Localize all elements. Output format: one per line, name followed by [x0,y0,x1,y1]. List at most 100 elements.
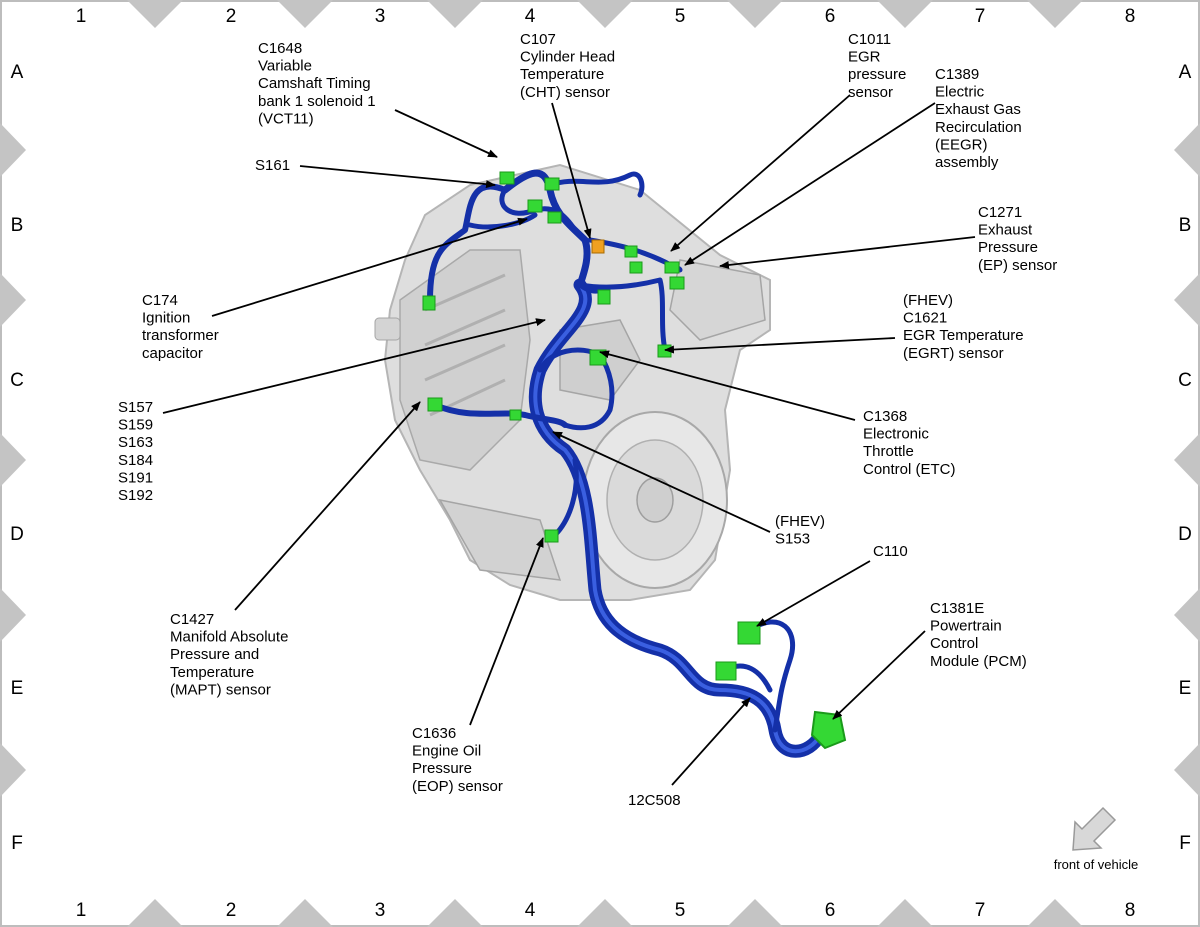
label-c174-line-4: capacitor [142,345,203,362]
row-label-left-A: A [11,62,24,83]
label-c1427-line-1: C1427 [170,611,214,628]
label-c1011-line-3: pressure [848,66,906,83]
bottom-tab-5 [727,899,783,927]
row-label-right-C: C [1178,370,1192,391]
label-c1381e-line-1: C1381E [930,600,984,617]
label-c1648-line-5: (VCT11) [258,110,314,127]
label-c1011-line-4: sensor [848,84,893,101]
connector-c1621 [657,344,672,358]
label-splices-line-6: S192 [118,487,153,504]
label-c1271-line-3: Pressure [978,239,1038,256]
label-c107-line-3: Temperature [520,66,604,83]
label-harness: 12C508 [628,792,681,809]
column-label-top-1: 1 [76,6,87,27]
right-tab-4 [1174,588,1200,642]
label-c1427-line-3: Pressure and [170,646,259,663]
label-c1648-line-1: C1648 [258,40,302,57]
label-c1427-line-5: (MAPT) sensor [170,681,271,698]
top-tab-5 [727,0,783,28]
label-c1389-line-4: Recirculation [935,119,1022,136]
label-c1636-line-4: (EOP) sensor [412,778,503,795]
column-label-bottom-8: 8 [1125,900,1136,921]
label-c1648-line-4: bank 1 solenoid 1 [258,93,376,110]
connector-splice [509,409,522,421]
label-c107-line-1: C107 [520,31,556,48]
label-splices-line-5: S191 [118,469,153,486]
label-c1271-line-1: C1271 [978,204,1022,221]
label-c1621-line-1: (FHEV) [903,292,953,309]
label-splices-line-3: S163 [118,434,153,451]
connectors [422,171,847,750]
label-c174-line-3: transformer [142,327,219,344]
top-tab-7 [1027,0,1083,28]
label-c107-line-2: Cylinder Head [520,49,615,66]
label-c1389-line-6: assembly [935,154,999,171]
connector-vct-rear [629,261,643,274]
top-tab-3 [427,0,483,28]
label-c1621-line-3: EGR Temperature [903,327,1024,344]
label-c1621-line-4: (EGRT) sensor [903,345,1004,362]
label-c1427-line-2: Manifold Absolute [170,629,288,646]
left-tab-5 [0,743,26,797]
connector-c1636 [544,529,559,543]
label-c107-line-4: (CHT) sensor [520,84,610,101]
row-label-left-C: C [10,370,24,391]
left-tab-1 [0,123,26,177]
column-label-top-2: 2 [226,6,237,27]
column-label-bottom-5: 5 [675,900,686,921]
column-label-top-6: 6 [825,6,836,27]
label-c1368-line-3: Throttle [863,443,914,460]
label-s153: (FHEV)S153 [775,513,825,548]
column-label-bottom-4: 4 [525,900,536,921]
bottom-tab-4 [577,899,633,927]
column-label-bottom-7: 7 [975,900,986,921]
label-c1427-line-4: Temperature [170,664,254,681]
row-label-right-F: F [1179,833,1191,854]
row-label-right-B: B [1179,215,1192,236]
connector-c1427 [427,397,443,412]
label-splices-line-2: S159 [118,417,153,434]
label-c110: C110 [873,543,908,560]
connector-coil [547,211,562,224]
connector-left-top [422,295,436,311]
top-tab-1 [127,0,183,28]
row-label-right-E: E [1179,678,1192,699]
right-tab-5 [1174,743,1200,797]
label-s153-line-1: (FHEV) [775,513,825,530]
front-arrow-icon [1072,806,1117,851]
right-tab-3 [1174,433,1200,487]
left-tab-3 [0,433,26,487]
column-label-bottom-6: 6 [825,900,836,921]
label-c1271-line-4: (EP) sensor [978,257,1057,274]
column-label-top-7: 7 [975,6,986,27]
row-label-left-E: E [11,678,24,699]
connector-c110 [737,621,761,645]
label-c110-line-1: C110 [873,543,908,560]
bottom-tab-3 [427,899,483,927]
row-label-left-F: F [11,833,23,854]
label-c1621-line-2: C1621 [903,310,947,327]
right-tab-1 [1174,123,1200,177]
top-tab-6 [877,0,933,28]
row-label-right-D: D [1178,524,1192,545]
label-c1389-line-1: C1389 [935,66,979,83]
label-c1648-line-2: Variable [258,58,312,75]
column-label-bottom-2: 2 [226,900,237,921]
column-label-top-5: 5 [675,6,686,27]
left-tab-4 [0,588,26,642]
label-s161: S161 [255,157,290,174]
front-of-vehicle-text: front of vehicle [1054,857,1139,872]
label-c1636-line-1: C1636 [412,725,456,742]
row-label-right-A: A [1179,62,1192,83]
label-c1381e-line-2: Powertrain [930,618,1002,635]
label-c1389-line-2: Electric [935,84,985,101]
